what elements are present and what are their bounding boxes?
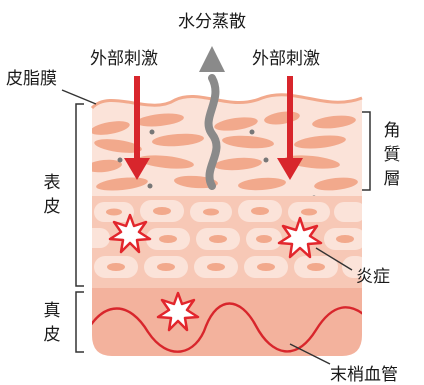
cell <box>190 202 232 222</box>
stratum-corneum-label-2: 質 <box>384 145 401 165</box>
dermis-bracket <box>76 292 84 352</box>
cell <box>246 228 282 250</box>
cell <box>80 228 110 248</box>
cell <box>94 256 138 278</box>
cell <box>194 256 238 278</box>
capillaries-label: 末梢血管 <box>330 365 398 385</box>
dermis-band <box>80 288 380 368</box>
cell <box>196 228 240 250</box>
particle <box>150 130 155 135</box>
cell <box>244 256 288 278</box>
stimulus-left-label: 外部刺激 <box>90 49 158 69</box>
stratum-corneum-label-1: 角 <box>384 121 401 141</box>
particle <box>118 158 123 163</box>
stratum-corneum-label-3: 層 <box>384 169 401 189</box>
epidermis-label-1: 表 <box>44 173 61 193</box>
cell <box>294 256 338 278</box>
cell <box>288 202 330 222</box>
sebum-label: 皮脂膜 <box>6 69 57 89</box>
sebum-leader-line <box>62 90 96 104</box>
stimulus-right-label: 外部刺激 <box>252 49 320 69</box>
evaporation-label: 水分蒸散 <box>178 12 246 32</box>
cell <box>146 228 190 250</box>
particle <box>264 158 269 163</box>
cell <box>334 202 366 222</box>
particle <box>148 184 153 189</box>
dermis-label-2: 皮 <box>44 325 61 345</box>
cell <box>324 228 366 250</box>
cell <box>144 256 188 278</box>
inflammation-label: 炎症 <box>356 267 390 287</box>
epidermis-label-2: 皮 <box>44 197 61 217</box>
particle <box>250 130 255 135</box>
epidermis-bracket <box>76 104 84 286</box>
dermis-label-1: 真 <box>44 301 61 321</box>
cell <box>238 200 282 222</box>
stratum-corneum-bracket <box>362 112 370 190</box>
cell <box>140 200 184 222</box>
